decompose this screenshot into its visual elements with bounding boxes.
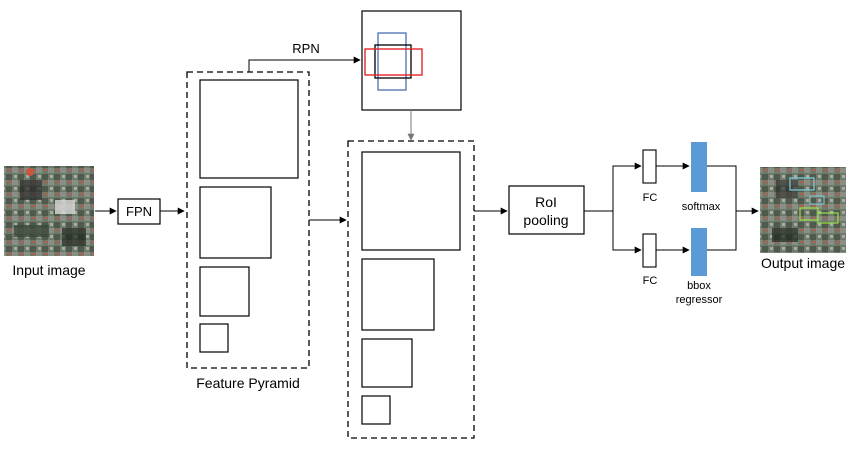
fc-box-top bbox=[642, 149, 657, 184]
pyramid-level-3 bbox=[199, 266, 250, 317]
arrow-to-fc-top bbox=[612, 162, 642, 211]
roi-level-1 bbox=[361, 151, 461, 251]
softmax-label: softmax bbox=[682, 201, 721, 213]
pyramid-level-2 bbox=[199, 186, 272, 259]
output-image-thumbnail bbox=[760, 167, 846, 253]
bbox-label-line1: bbox bbox=[687, 280, 711, 292]
bbox-regressor-bar bbox=[691, 228, 707, 276]
input-image-label: Input image bbox=[12, 262, 85, 278]
pyramid-level-1 bbox=[199, 79, 299, 179]
pyramid-level-4 bbox=[199, 323, 229, 353]
proposal-anchor-black bbox=[374, 44, 412, 79]
merge-line bbox=[707, 165, 737, 251]
roi-level-4 bbox=[361, 395, 391, 425]
roi-features-container bbox=[347, 140, 475, 439]
roi-level-2 bbox=[361, 258, 435, 331]
roi-pooling-label-line1: RoI bbox=[535, 194, 557, 210]
fpn-box bbox=[117, 198, 161, 225]
rpn-label: RPN bbox=[292, 41, 319, 56]
feature-pyramid-label: Feature Pyramid bbox=[196, 375, 299, 391]
fc-label-top: FC bbox=[643, 192, 658, 204]
output-image-label: Output image bbox=[761, 255, 845, 271]
roi-pooling-label-line2: pooling bbox=[523, 212, 568, 228]
proposal-anchor-blue bbox=[377, 32, 407, 91]
proposal-anchor-red bbox=[364, 48, 423, 76]
fc-box-bottom bbox=[642, 233, 657, 268]
roi-pooling-box bbox=[508, 185, 585, 235]
bbox-label-line2: regressor bbox=[676, 294, 723, 306]
input-image-thumbnail bbox=[4, 166, 94, 256]
fc-label-bottom: FC bbox=[643, 275, 658, 287]
roi-level-3 bbox=[361, 338, 413, 388]
softmax-bar bbox=[691, 142, 707, 192]
arrow-to-fc-bottom bbox=[612, 211, 642, 254]
fpn-label: FPN bbox=[126, 204, 152, 219]
arrow-pyramid-to-rpn bbox=[248, 56, 361, 72]
